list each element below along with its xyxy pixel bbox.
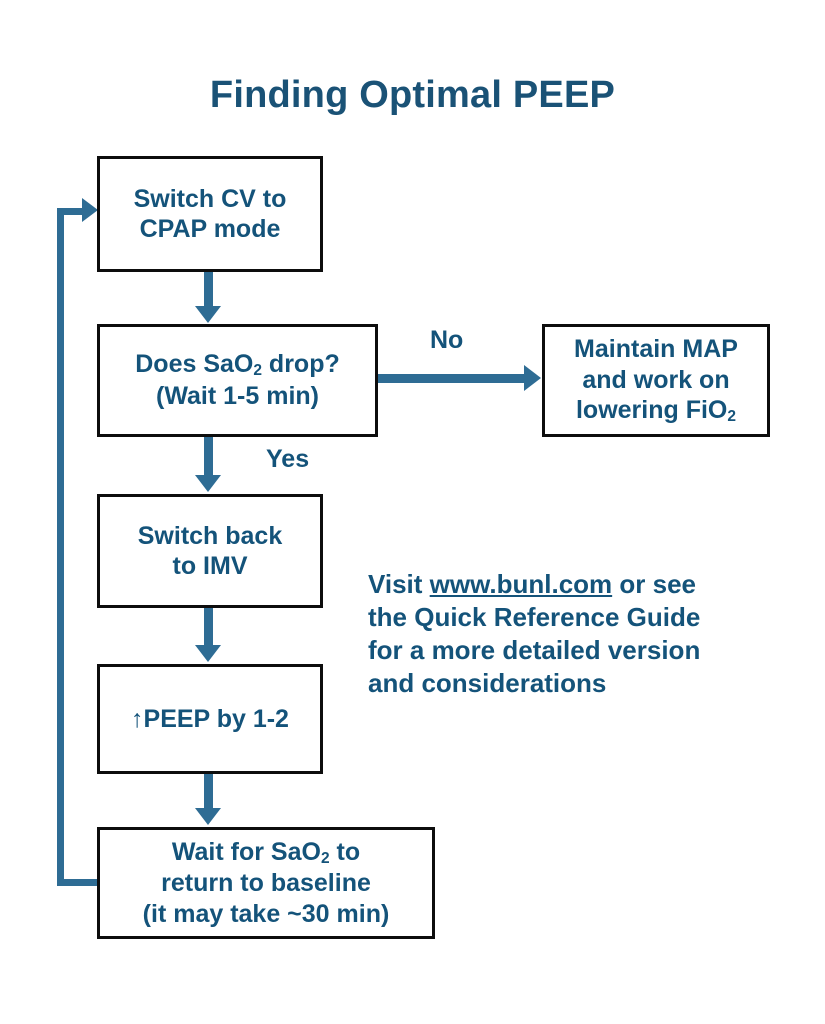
node-text: drop? <box>261 350 340 379</box>
arrow-shaft <box>378 374 526 383</box>
node-maintain-map-lower-fio2[interactable]: Maintain MAP and work on lowering FiO2 <box>542 324 770 437</box>
arrow-head <box>195 808 221 825</box>
note-line: for a more detailed version <box>368 635 701 666</box>
subscript-2: 2 <box>320 849 330 867</box>
node-line: CPAP mode <box>139 215 281 243</box>
node-line: return to baseline <box>161 869 371 898</box>
arrow-head <box>195 306 221 323</box>
node-line: Does SaO2 drop? <box>100 349 375 381</box>
note-line: the Quick Reference Guide <box>368 602 701 633</box>
node-text: Wait for SaO <box>171 837 321 866</box>
node-text: to <box>329 837 361 866</box>
node-wait-for-sao2-baseline[interactable]: Wait for SaO2 to return to baseline (it … <box>97 827 435 939</box>
website-link[interactable]: www.bunl.com <box>429 569 613 599</box>
note-text: or see <box>612 569 696 599</box>
node-line: Switch back <box>137 521 283 550</box>
node-line: to IMV <box>172 552 248 580</box>
node-line: ↑PEEP by 1-2 <box>131 704 289 733</box>
reference-note: Visit www.bunl.com or see the Quick Refe… <box>368 568 768 700</box>
node-line: Maintain MAP <box>574 335 738 364</box>
node-increase-peep[interactable]: ↑PEEP by 1-2 <box>97 664 323 774</box>
node-line: (Wait 1-5 min) <box>156 382 319 411</box>
edge-label-no: No <box>430 326 464 354</box>
arrow-head <box>195 645 221 662</box>
node-does-sao2-drop[interactable]: Does SaO2 drop? (Wait 1-5 min) <box>97 324 378 437</box>
loop-segment-bottom <box>57 879 101 886</box>
loop-arrowhead <box>82 198 98 222</box>
node-line: and work on <box>582 365 730 394</box>
loop-segment-vertical <box>57 208 64 886</box>
note-line: Visit www.bunl.com or see <box>368 568 768 601</box>
subscript-2: 2 <box>727 407 737 425</box>
node-line: Switch CV to <box>133 184 287 213</box>
arrow-shaft <box>204 437 213 477</box>
loop-segment-top <box>57 208 86 215</box>
node-text: lowering FiO <box>575 396 728 425</box>
node-line: lowering FiO2 <box>545 395 767 427</box>
note-line: and considerations <box>368 668 607 699</box>
arrow-shaft <box>204 774 213 810</box>
arrow-shaft <box>204 272 213 308</box>
note-text: Visit <box>368 569 430 599</box>
node-switch-back-to-imv[interactable]: Switch back to IMV <box>97 494 323 608</box>
node-switch-cv-to-cpap[interactable]: Switch CV to CPAP mode <box>97 156 323 272</box>
arrow-head <box>524 365 541 391</box>
node-text: Does SaO <box>135 350 254 379</box>
node-line: (it may take ~30 min) <box>142 899 390 928</box>
edge-label-yes: Yes <box>266 445 310 473</box>
subscript-2: 2 <box>253 362 262 380</box>
page-title: Finding Optimal PEEP <box>209 74 616 116</box>
node-line: Wait for SaO2 to <box>100 837 432 869</box>
arrow-shaft <box>204 608 213 647</box>
arrow-head <box>195 475 221 492</box>
